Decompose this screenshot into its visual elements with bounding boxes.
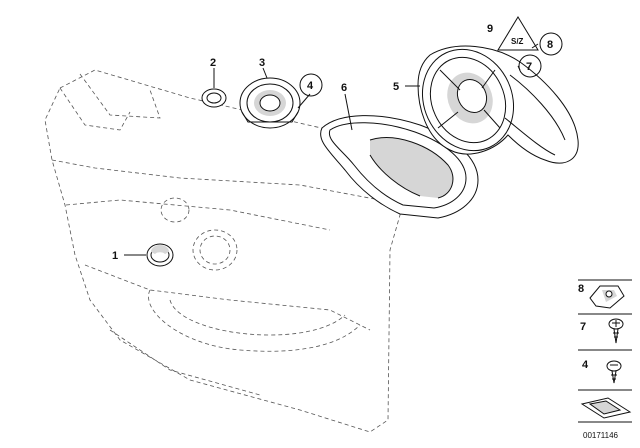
fastener-legend: 8 7 4 xyxy=(578,279,632,423)
callout-9: 9 xyxy=(487,23,493,35)
legend-label-4: 4 xyxy=(582,359,589,371)
callout-7-circle: 7 xyxy=(518,54,542,78)
callout-7: 7 xyxy=(526,61,532,73)
part-2-ring xyxy=(201,88,227,108)
part-3-tweeter xyxy=(239,77,301,129)
callout-5: 5 xyxy=(393,81,399,93)
clip-nut-icon xyxy=(589,285,625,309)
callout-4-circle: 4 xyxy=(299,73,323,97)
page-corner-arrow-icon xyxy=(580,397,632,419)
screw-icon-4 xyxy=(606,360,622,384)
svg-text:S/Z: S/Z xyxy=(511,37,524,46)
part-9-warning-label: S/Z xyxy=(497,16,539,51)
callout-8: 8 xyxy=(547,39,553,51)
callout-2: 2 xyxy=(210,57,216,69)
part-5-woofer xyxy=(417,45,579,164)
screw-icon-7 xyxy=(608,318,624,344)
callout-8-circle: 8 xyxy=(539,32,563,56)
document-id: 00171146 xyxy=(583,431,619,440)
callout-3: 3 xyxy=(259,57,265,69)
callout-6: 6 xyxy=(341,82,347,94)
legend-label-7: 7 xyxy=(580,321,586,333)
part-1-cap xyxy=(146,243,174,267)
callout-4: 4 xyxy=(307,80,314,92)
callout-1: 1 xyxy=(112,250,118,262)
legend-label-8: 8 xyxy=(578,283,584,295)
door-trim-panel xyxy=(44,69,421,433)
